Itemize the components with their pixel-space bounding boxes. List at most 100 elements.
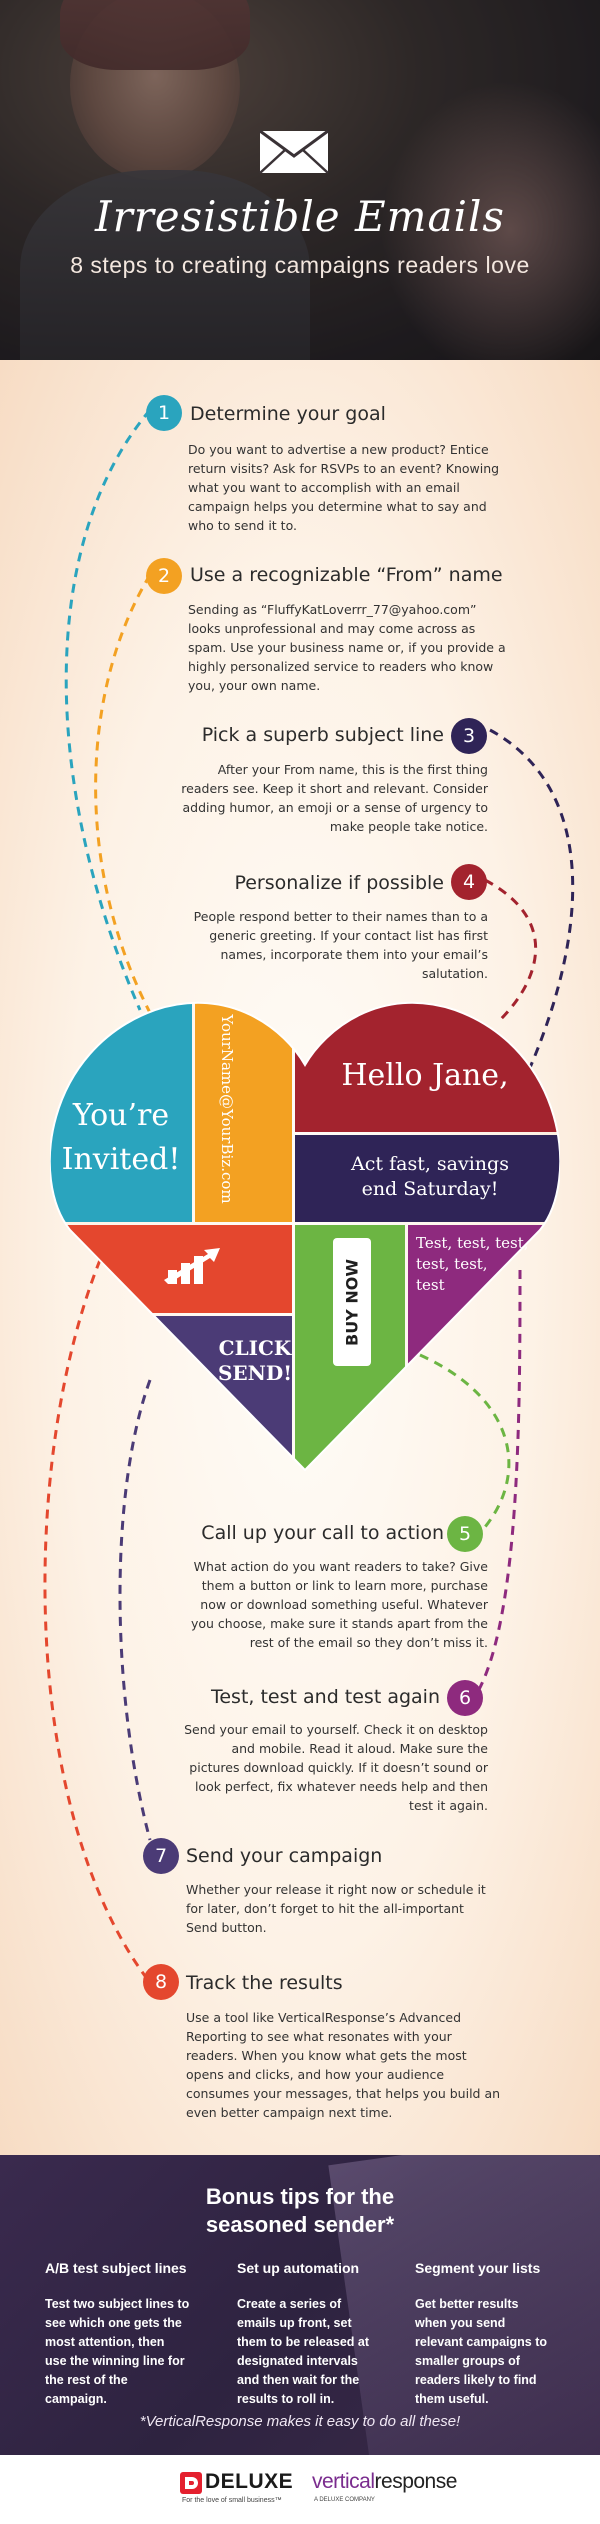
vr-logo-part-1: vertical (312, 2470, 375, 2493)
step-4-number: 4 (451, 864, 487, 900)
step-7-line: Send button. (186, 1920, 267, 1935)
step-3-line: After your From name, this is the first … (217, 762, 488, 777)
bar-chart-logo-icon (164, 1248, 220, 1284)
step-4-title: Personalize if possible (234, 872, 444, 894)
step-8-line: consumes your messages, that helps you b… (186, 2086, 501, 2101)
bonus-tips-section: Bonus tips for the seasoned sender* A/B … (0, 2155, 600, 2455)
connector-8 (43, 1259, 150, 1981)
step-1-title: Determine your goal (190, 403, 386, 425)
step-3-text: After your From name, this is the first … (181, 760, 488, 836)
verticalresponse-tagline: A DELUXE COMPANY (314, 2497, 375, 2503)
connector-4 (484, 878, 538, 1022)
step-4-text: People respond better to their names tha… (194, 907, 488, 983)
buy-now-button[interactable]: BUY NOW (342, 1259, 362, 1346)
step-5-line: you choose, make sure it stands apart fr… (190, 1616, 488, 1631)
step-6-number: 6 (447, 1680, 483, 1716)
step-4-line: names, incorporate them into your email’… (220, 947, 488, 962)
connector-7 (118, 1379, 152, 1841)
step-1-line: what you want to accomplish with an emai… (188, 480, 460, 495)
step-8-line: readers. When you know what gets the mos… (186, 2048, 467, 2063)
bonus-line: when you send (415, 2316, 506, 2330)
footer-logos: DELUXE For the love of small business™ v… (0, 2455, 600, 2524)
step-3-title: Pick a superb subject line (201, 724, 444, 746)
bonus-line: them useful. (415, 2392, 489, 2406)
bonus-line: see which one gets the (45, 2316, 182, 2330)
step-4-line: salutation. (421, 966, 488, 981)
step-2-title: Use a recognizable “From” name (190, 564, 503, 586)
deluxe-logo-text: DELUXE (205, 2470, 294, 2493)
heart-act-tile (295, 1135, 560, 1222)
step-5-number: 5 (447, 1516, 483, 1552)
step-1-number: 1 (146, 395, 182, 431)
dashed-connectors (43, 409, 575, 1981)
step-6-line: and mobile. Read it aloud. Make sure the (231, 1741, 488, 1756)
verticalresponse-logo-text: verticalresponse (312, 2470, 457, 2494)
bonus-col-3-heading: Segment your lists (415, 2260, 541, 2276)
step-1-line: campaign helps you determine what to say… (188, 499, 487, 514)
connector-2 (94, 574, 167, 1041)
act-line: end Saturday! (361, 1178, 499, 1200)
hello-jane-text: Hello Jane, (341, 1058, 509, 1093)
hero-photo-beanie (60, 0, 250, 70)
step-2-line: highly personalized service to readers w… (188, 659, 494, 674)
bonus-line: relevant campaigns to (415, 2335, 547, 2349)
step-3-number: 3 (451, 718, 487, 754)
test-text: Test, test, test, test, test, test (416, 1233, 536, 1296)
buy-now-button-shape (333, 1238, 371, 1366)
step-5-title: Call up your call to action (201, 1522, 444, 1544)
bonus-col-1-heading: A/B test subject lines (45, 2260, 187, 2276)
click-send-text: CLICK SEND! (200, 1336, 310, 1386)
click-send-line: CLICK (218, 1336, 292, 1360)
connector-6 (474, 1269, 522, 1696)
bonus-col-1-text: Test two subject lines to see which one … (45, 2295, 189, 2409)
step-8-title: Track the results (186, 1972, 343, 1994)
step-1-line: return visits? Ask for RSVPs to an event… (188, 461, 500, 476)
step-3-line: adding humor, an emoji or a sense of urg… (182, 800, 488, 815)
step-5-line: them a button or link to learn more, pur… (201, 1578, 488, 1593)
test-line: test (416, 1276, 445, 1294)
step-4-line: generic greeting. If your contact list h… (209, 928, 488, 943)
bonus-line: and then wait for the (237, 2373, 360, 2387)
connector-5 (419, 1353, 511, 1537)
bonus-line: designated intervals (237, 2354, 358, 2368)
envelope-icon (259, 130, 329, 174)
step-2-line: Sending as “FluffyKatLoverrr_77@yahoo.co… (188, 602, 477, 617)
bonus-line: Get better results (415, 2297, 519, 2311)
bonus-line: campaign. (45, 2392, 107, 2406)
hero-photo-body (20, 170, 310, 360)
bonus-line: smaller groups of (415, 2354, 520, 2368)
hero-overlay (0, 0, 600, 360)
bonus-line: them to be released at (237, 2335, 369, 2349)
vr-logo-part-2: response (374, 2470, 458, 2493)
step-2-number: 2 (146, 558, 182, 594)
step-8-line: even better campaign next time. (186, 2105, 393, 2120)
invited-line: You’re (72, 1098, 170, 1133)
step-7-line: for later, don’t forget to hit the all-i… (186, 1901, 464, 1916)
deluxe-tagline: For the love of small business™ (182, 2497, 282, 2504)
step-1-line: who to send it to. (188, 518, 297, 533)
step-7-line: Whether your release it right now or sch… (186, 1882, 486, 1897)
click-send-line: SEND! (217, 1361, 293, 1385)
connector-1 (64, 409, 152, 1011)
connector-3 (489, 728, 575, 1091)
step-7-number: 7 (143, 1838, 179, 1874)
bonus-line: Create a series of (237, 2297, 342, 2311)
step-6-line: look perfect, fix whatever needs help an… (194, 1779, 488, 1794)
bonus-line: Test two subject lines to (45, 2297, 190, 2311)
bonus-title-line: seasoned sender* (205, 2212, 395, 2237)
hero-photo-background (380, 80, 600, 360)
step-2-line: looks unprofessional and may come across… (188, 621, 476, 636)
step-8-line: opens and clicks, and how your audience (186, 2067, 445, 2082)
bonus-line: emails up front, set (237, 2316, 352, 2330)
step-5-text: What action do you want readers to take?… (191, 1557, 488, 1652)
bonus-line: use the winning line for (45, 2354, 185, 2368)
hero-banner: Irresistible Emails 8 steps to creating … (0, 0, 600, 360)
step-2-line: spam. Use your business name or, if you … (188, 640, 506, 655)
bonus-line: most attention, then (45, 2335, 165, 2349)
step-5-line: rest of the email so they don’t miss it. (249, 1635, 488, 1650)
step-8-line: Reporting to see what resonates with you… (186, 2029, 452, 2044)
step-6-line: pictures download quickly. If it doesn’t… (189, 1760, 488, 1775)
step-8-number: 8 (143, 1964, 179, 2000)
bonus-col-2-heading: Set up automation (237, 2260, 360, 2276)
